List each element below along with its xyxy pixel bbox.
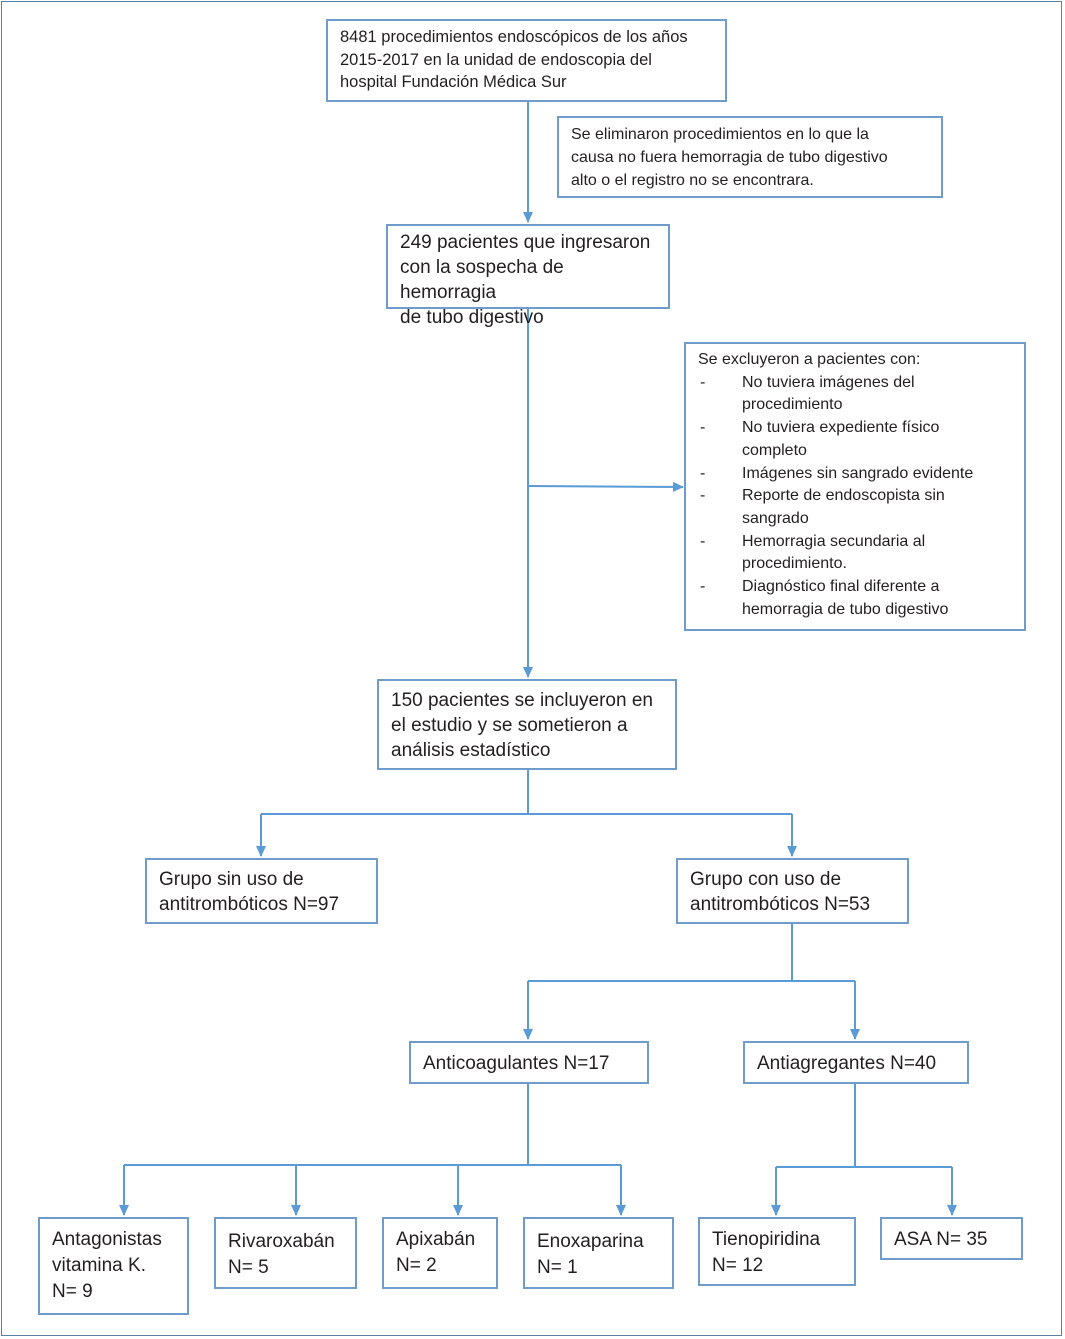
enoxaparin-box: Enoxaparina N= 1 bbox=[523, 1217, 674, 1289]
vitamin-k-antagonists-box: Antagonistas vitamina K. N= 9 bbox=[38, 1217, 189, 1315]
rivaroxaban-box: Rivaroxabán N= 5 bbox=[214, 1217, 357, 1289]
exclusion-item: Imágenes sin sangrado evidente bbox=[698, 463, 1014, 486]
split-anticoagulants-connector bbox=[124, 1082, 529, 1166]
eliminated-note-box: Se eliminaron procedimientos en lo que l… bbox=[557, 116, 943, 198]
group-with-antithrombotics-box: Grupo con uso de antitrombóticos N=53 bbox=[676, 858, 909, 924]
exclusion-item: Hemorragia secundaria al procedimiento. bbox=[698, 531, 1014, 576]
admitted-patients-box: 249 pacientes que ingresaron con la sosp… bbox=[386, 224, 670, 328]
split-groups-connector bbox=[261, 768, 529, 815]
exclusion-title: Se excluyeron a pacientes con: bbox=[698, 351, 921, 368]
split-drug-class-connector bbox=[528, 922, 793, 982]
antiplatelets-box: Antiagregantes N=40 bbox=[743, 1041, 969, 1084]
split-antiplatelets-connector bbox=[776, 1082, 856, 1168]
arrow-to-exclusion bbox=[527, 481, 684, 492]
anticoagulants-box: Anticoagulantes N=17 bbox=[409, 1041, 649, 1084]
total-procedures-box: 8481 procedimientos endoscópicos de los … bbox=[326, 19, 727, 102]
included-patients-box: 150 pacientes se incluyeron en el estudi… bbox=[377, 679, 677, 770]
group-without-antithrombotics-box: Grupo sin uso de antitrombóticos N=97 bbox=[145, 858, 378, 924]
thienopyridine-box: Tienopiridina N= 12 bbox=[698, 1217, 856, 1286]
exclusion-item: Reporte de endoscopista sin sangrado bbox=[698, 485, 1014, 530]
exclusion-item: No tuviera expediente físico completo bbox=[698, 417, 1014, 462]
apixaban-box: Apixabán N= 2 bbox=[382, 1217, 498, 1289]
exclusion-item: Diagnóstico final diferente a hemorragia… bbox=[698, 576, 1014, 621]
asa-box: ASA N= 35 bbox=[880, 1217, 1023, 1260]
exclusion-criteria-box: Se excluyeron a pacientes con: No tuvier… bbox=[684, 342, 1026, 631]
exclusion-list: No tuviera imágenes del procedimiento No… bbox=[698, 372, 1014, 622]
exclusion-item: No tuviera imágenes del procedimiento bbox=[698, 372, 1014, 417]
